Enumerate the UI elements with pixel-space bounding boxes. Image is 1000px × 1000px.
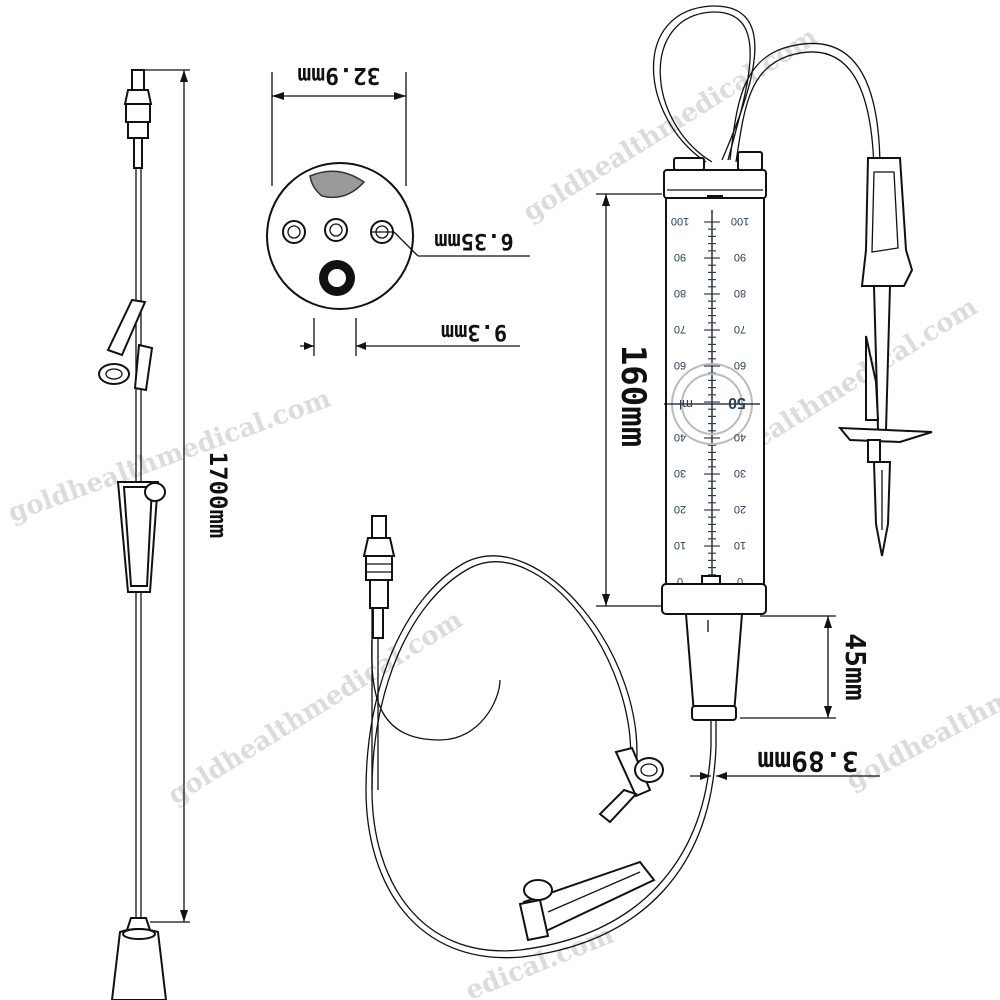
scale-label-left: 20 [674, 503, 686, 515]
scale-label-left: 90 [674, 251, 686, 263]
scale-label-left: 60 [674, 359, 686, 371]
tubing-loop [362, 515, 717, 959]
scale-label-right: 100 [731, 215, 749, 227]
scale-marker: 50 [728, 394, 746, 411]
watermark-1: goldhealthmedical.com [4, 384, 335, 529]
tube-diameter-label: 3.89mm [757, 745, 858, 778]
scale-label-left: 40 [674, 431, 686, 443]
drip-chamber-label: 45mm [839, 633, 872, 700]
scale-label-left: 10 [674, 539, 686, 551]
scale-label-left: 80 [674, 287, 686, 299]
scale-label-right: 60 [734, 359, 746, 371]
total-length-label: 1700mm [204, 452, 232, 539]
full-length-set [98, 69, 168, 1000]
watermark-4: goldhealthmedical.com [163, 605, 468, 811]
scale-label-right: 30 [734, 467, 746, 479]
scale-label-right: 20 [734, 503, 746, 515]
scale-label-right: 90 [734, 251, 746, 263]
scale-label-left: 30 [674, 467, 686, 479]
tube-diameter-dimension: 3.89mm [690, 745, 880, 780]
leaf-icon [309, 170, 366, 199]
scale-label-left: 0 [677, 575, 683, 587]
port-spacing-label: 9.3mm [441, 319, 507, 344]
scale-label-left: 100 [671, 215, 689, 227]
scale-label-right: 40 [734, 431, 746, 443]
scale-label-right: 10 [734, 539, 746, 551]
total-length-dimension: 1700mm [140, 69, 232, 923]
scale-unit: ml [679, 397, 693, 412]
chamber-height-dimension: 160mm [596, 193, 662, 607]
scale-label-right: 0 [737, 575, 743, 587]
drip-chamber-dimension: 45mm [740, 615, 872, 719]
port-diameter-label: 6.35mm [434, 228, 513, 253]
cap-cross-section: 32.9mm 6.35mm 9.3mm [266, 62, 530, 356]
chamber-height-label: 160mm [613, 345, 653, 447]
scale-label-right: 80 [734, 287, 746, 299]
burette-chamber: ml 50 1009080706040302010010090807060403… [652, 5, 933, 721]
scale-label-right: 70 [734, 323, 746, 335]
chamber-width-label: 32.9mm [297, 62, 380, 88]
scale-label-left: 70 [674, 323, 686, 335]
